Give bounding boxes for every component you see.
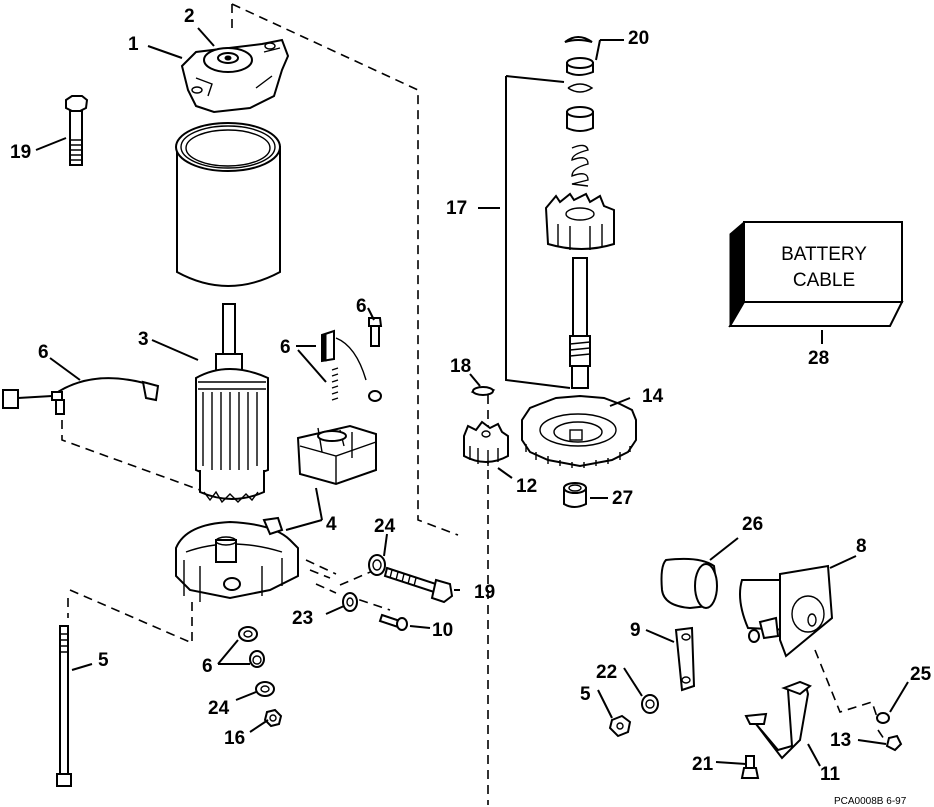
callout-27: 27 bbox=[612, 488, 633, 509]
part-end-cap bbox=[180, 38, 290, 114]
callout-18: 18 bbox=[450, 356, 471, 377]
callout-22: 22 bbox=[596, 662, 617, 683]
part-washer-stack bbox=[238, 626, 283, 728]
callout-8: 8 bbox=[856, 536, 867, 557]
callout-21: 21 bbox=[692, 754, 714, 775]
callout-19-bottom: 19 bbox=[474, 582, 495, 603]
callout-5-nut: 5 bbox=[580, 684, 591, 705]
battery-cable-box: BATTERY CABLE bbox=[728, 220, 904, 328]
part-brush-harness bbox=[2, 377, 160, 415]
part-through-bolt bbox=[56, 625, 72, 787]
part-field-frame bbox=[175, 122, 281, 287]
callout-26: 26 bbox=[742, 514, 763, 535]
callout-6-harness: 6 bbox=[38, 342, 49, 363]
callout-24-top: 24 bbox=[374, 516, 396, 537]
part-solenoid-group bbox=[608, 557, 903, 779]
battery-box-line2: CABLE bbox=[793, 270, 855, 291]
part-end-housing bbox=[175, 516, 299, 602]
part-long-bolt bbox=[65, 95, 89, 166]
part-brush-set bbox=[321, 317, 383, 402]
battery-box-line1: BATTERY bbox=[781, 244, 867, 265]
callout-4: 4 bbox=[326, 514, 337, 535]
callout-3: 3 bbox=[138, 329, 149, 350]
callout-20: 20 bbox=[628, 28, 649, 49]
part-drive-assembly bbox=[544, 36, 615, 389]
callout-16: 16 bbox=[224, 728, 245, 749]
callout-28: 28 bbox=[808, 348, 829, 369]
callout-13: 13 bbox=[830, 730, 851, 751]
callout-11: 11 bbox=[820, 764, 841, 785]
drawing-code: PCA0008B 6-97 bbox=[834, 796, 907, 807]
callout-19-top: 19 bbox=[10, 142, 31, 163]
callout-labels: 1 2 19 3 6 6 6 4 24 19 23 10 6 24 16 5 2… bbox=[10, 6, 932, 785]
callout-6-brush: 6 bbox=[280, 337, 291, 358]
assembly-dash-lines bbox=[61, 3, 887, 805]
part-gear-set bbox=[463, 386, 637, 508]
part-brush-holder bbox=[296, 424, 377, 486]
callout-6-washers: 6 bbox=[202, 656, 213, 677]
callout-17: 17 bbox=[446, 198, 467, 219]
callout-5-bolt: 5 bbox=[98, 650, 109, 671]
callout-25: 25 bbox=[910, 664, 932, 685]
callout-1: 1 bbox=[128, 34, 139, 55]
callout-10: 10 bbox=[432, 620, 453, 641]
callout-14: 14 bbox=[642, 386, 664, 407]
callout-9: 9 bbox=[630, 620, 641, 641]
part-armature bbox=[195, 303, 269, 504]
callout-2: 2 bbox=[184, 6, 195, 27]
callout-12: 12 bbox=[516, 476, 537, 497]
leader-lines bbox=[35, 27, 909, 767]
callout-6-screw: 6 bbox=[356, 296, 367, 317]
callout-24-bottom: 24 bbox=[208, 698, 230, 719]
part-mount-hardware bbox=[342, 554, 454, 631]
callout-23: 23 bbox=[292, 608, 313, 629]
